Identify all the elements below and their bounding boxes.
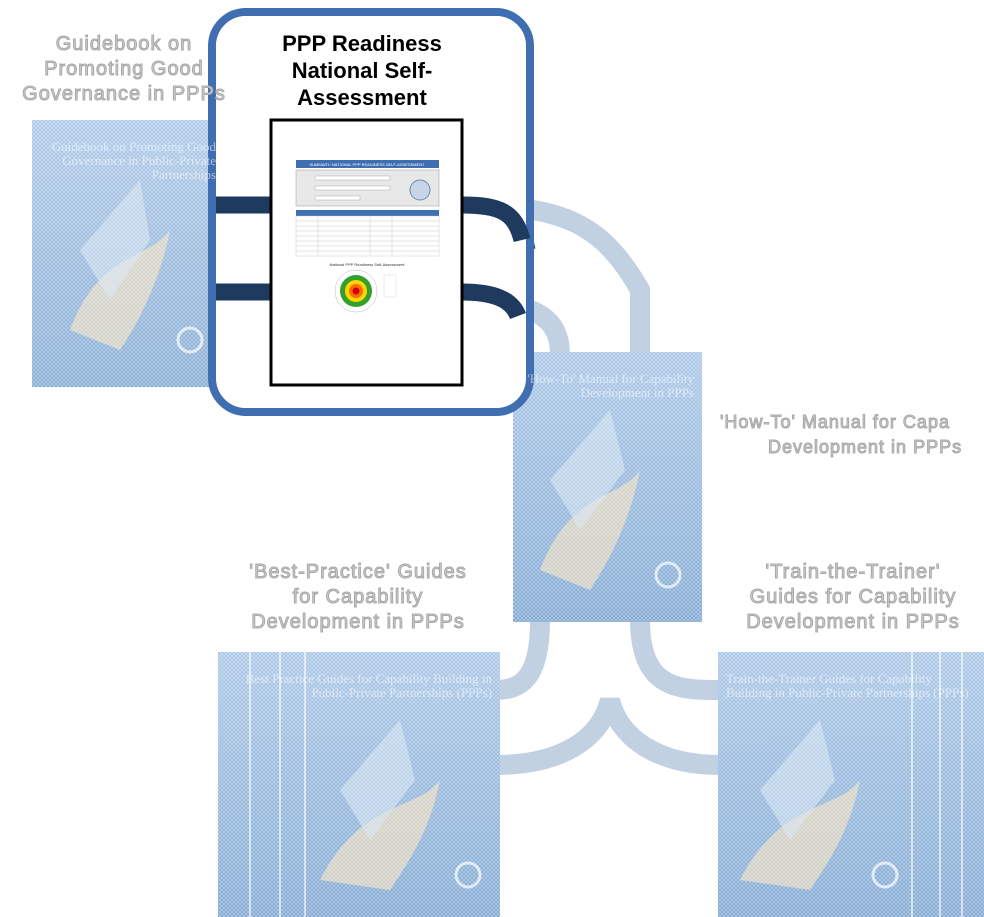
label-line: Development in PPPs bbox=[768, 437, 963, 458]
label-line: Promoting Good bbox=[44, 58, 204, 81]
guidebook-label: Guidebook on Promoting Good Governance i… bbox=[0, 32, 248, 107]
connector-pipe bbox=[494, 697, 721, 775]
best-practice-cover-title: Best Practice Guides for Capability Buil… bbox=[245, 671, 492, 700]
train-label: 'Train-the-Trainer' Guides for Capabilit… bbox=[722, 560, 984, 635]
document-header: SUMMARY: NATIONAL PPP READINESS SELF-ASS… bbox=[310, 162, 426, 167]
connector-pipe bbox=[494, 619, 550, 700]
self-assessment-document: SUMMARY: NATIONAL PPP READINESS SELF-ASS… bbox=[269, 118, 464, 387]
highlight-title: PPP Readiness National Self- Assessment bbox=[232, 30, 492, 111]
howto-cover-title: 'How-To' Manual for Capability Developme… bbox=[527, 371, 694, 400]
howto-label: 'How-To' Manual for Capa Development in … bbox=[720, 410, 984, 460]
connector-pipe bbox=[630, 619, 721, 700]
train-cover-title: Train-the-Trainer Guides for Capability … bbox=[726, 671, 969, 700]
connector-pipe bbox=[461, 196, 531, 243]
radar-target bbox=[334, 269, 378, 313]
connector-pipe bbox=[461, 283, 526, 320]
highlight-frame bbox=[208, 8, 534, 416]
title-line: Assessment bbox=[297, 85, 427, 110]
label-line: 'Best-Practice' Guides bbox=[249, 561, 467, 584]
label-line: for Capability bbox=[292, 586, 424, 609]
label-line: Guidebook on bbox=[55, 33, 193, 56]
guidebook-cover bbox=[32, 120, 222, 387]
label-line: 'Train-the-Trainer' bbox=[765, 561, 941, 584]
label-line: Development in PPPs bbox=[251, 611, 465, 634]
train-cover bbox=[718, 652, 984, 917]
label-line: Governance in PPPs bbox=[22, 83, 226, 106]
best-practice-label: 'Best-Practice' Guides for Capability De… bbox=[220, 560, 496, 635]
label-line: 'How-To' Manual for Capa bbox=[720, 412, 950, 433]
title-line: PPP Readiness bbox=[282, 31, 442, 56]
guidebook-cover-title: Guidebook on Promoting Good Governance i… bbox=[51, 139, 216, 182]
label-line: Guides for Capability bbox=[749, 586, 957, 609]
label-line: Development in PPPs bbox=[746, 611, 960, 634]
howto-cover bbox=[513, 352, 702, 622]
document-chart-caption: National PPP Readiness Self-Assessment bbox=[330, 262, 406, 267]
best-practice-cover bbox=[218, 652, 500, 917]
document-table bbox=[295, 215, 440, 257]
title-line: National Self- bbox=[291, 58, 433, 83]
